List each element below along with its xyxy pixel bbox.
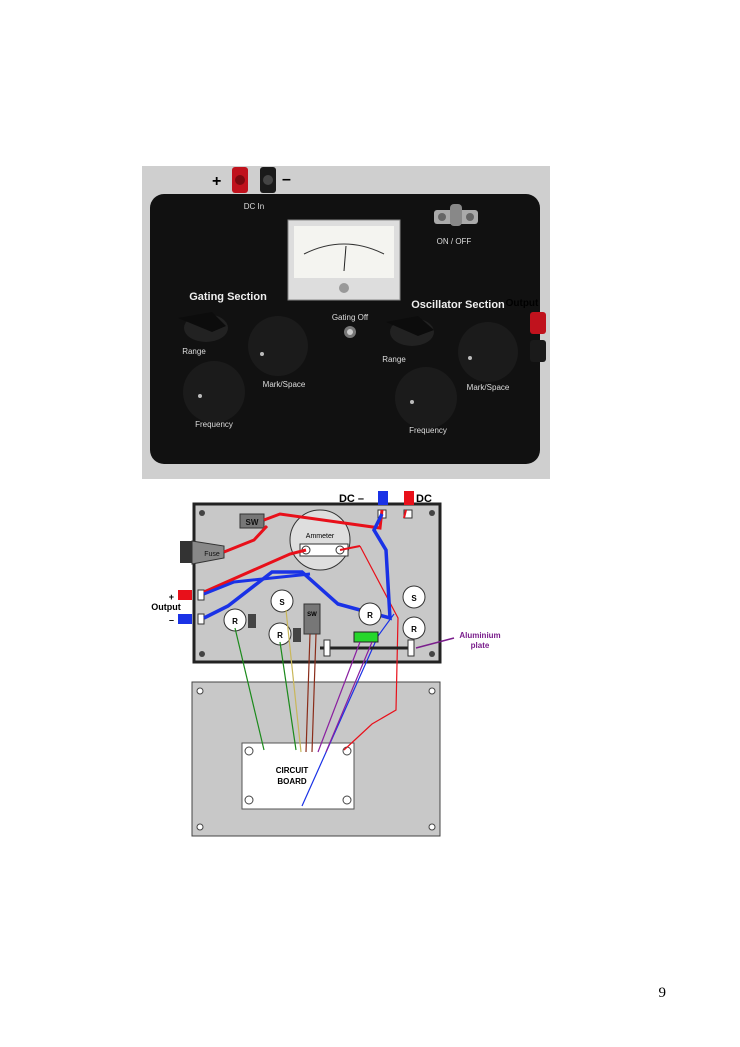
oscillator-mark-space-knob[interactable]: [458, 322, 518, 382]
signal-wires: [234, 609, 373, 753]
dc-plus-sign: +: [212, 173, 221, 190]
pot-s-right-label: S: [411, 594, 417, 603]
ammeter-label: Ammeter: [306, 533, 335, 540]
dc-minus-terminal-box: [378, 491, 388, 505]
gating-range-knob[interactable]: [178, 312, 228, 342]
main-switch-label: SW: [246, 518, 259, 527]
oscillator-mark-space-label: Mark/Space: [467, 383, 510, 392]
circuit-board-line2: BOARD: [277, 777, 307, 786]
output-plus-sign: +: [169, 592, 174, 602]
pot-r-left-bottom-label: R: [277, 631, 283, 640]
fuse-holder-cap: [180, 541, 192, 563]
pot-r-middle-label: R: [367, 611, 373, 620]
pot-s-right: S: [402, 585, 426, 609]
page-number: 9: [658, 985, 667, 1001]
fuse-label: Fuse: [204, 551, 220, 558]
gating-switch: [303, 603, 321, 635]
oscillator-frequency-knob[interactable]: [395, 367, 457, 429]
output-plus-terminal: [530, 312, 546, 334]
output-label: Output: [506, 298, 539, 309]
gating-range-label: Range: [182, 347, 206, 356]
pot-r-middle: R: [358, 602, 382, 626]
output-minus-box: [178, 614, 192, 624]
oscillator-range-label: Range: [382, 355, 406, 364]
aluminium-label-line2: plate: [471, 641, 490, 650]
gating-mark-space-knob[interactable]: [248, 316, 308, 376]
fuse-holder: [191, 540, 225, 565]
aluminium-callout-line: [415, 637, 455, 649]
panel-meter: [287, 219, 401, 301]
diagram-output-label: Output: [151, 602, 181, 612]
circuit-board: [241, 742, 355, 810]
pot-s-left: S: [270, 589, 294, 613]
meter-needle: [343, 245, 347, 272]
gating-mark-space-label: Mark/Space: [263, 380, 306, 389]
pot-r-left-top: R: [223, 608, 256, 632]
dc-plus-label: DC: [416, 493, 432, 505]
output-plus-box: [178, 590, 192, 600]
output-minus-terminal: [530, 340, 546, 362]
dc-minus-sign: –: [282, 171, 291, 188]
dc-in-terminals: [232, 167, 276, 193]
pot-r-right-label: R: [411, 625, 417, 634]
oscillator-range-knob[interactable]: [386, 316, 434, 346]
main-switch: [239, 513, 265, 529]
oscillator-frequency-label: Frequency: [409, 426, 447, 435]
gating-frequency-knob[interactable]: [183, 361, 245, 423]
green-component: [353, 631, 379, 643]
circuit-board-line1: CIRCUIT: [276, 766, 309, 775]
gating-switch-label: SW: [307, 612, 317, 618]
pot-r-left-top-label: R: [232, 617, 238, 626]
gating-section-label: Gating Section: [189, 291, 267, 303]
aluminium-label-line1: Aluminium: [459, 631, 500, 640]
pot-s-left-label: S: [279, 598, 285, 607]
dc-in-label: DC In: [244, 202, 264, 211]
wiring-diagram: CIRCUIT BOARD DC – DC SW Fuse Ammeter + …: [142, 488, 508, 838]
dc-plus-terminal-box: [404, 491, 414, 505]
oscillator-section-label: Oscillator Section: [411, 299, 505, 311]
device-photo: + – DC In ON / OFF Gating Section Oscill…: [142, 166, 550, 479]
gating-frequency-label: Frequency: [195, 420, 233, 429]
pot-r-right: R: [402, 616, 426, 640]
output-minus-sign: –: [169, 615, 174, 625]
dc-minus-label: DC –: [339, 493, 364, 505]
on-off-label: ON / OFF: [437, 237, 472, 246]
on-off-toggle[interactable]: [434, 204, 478, 226]
gating-off-label: Gating Off: [332, 313, 369, 322]
